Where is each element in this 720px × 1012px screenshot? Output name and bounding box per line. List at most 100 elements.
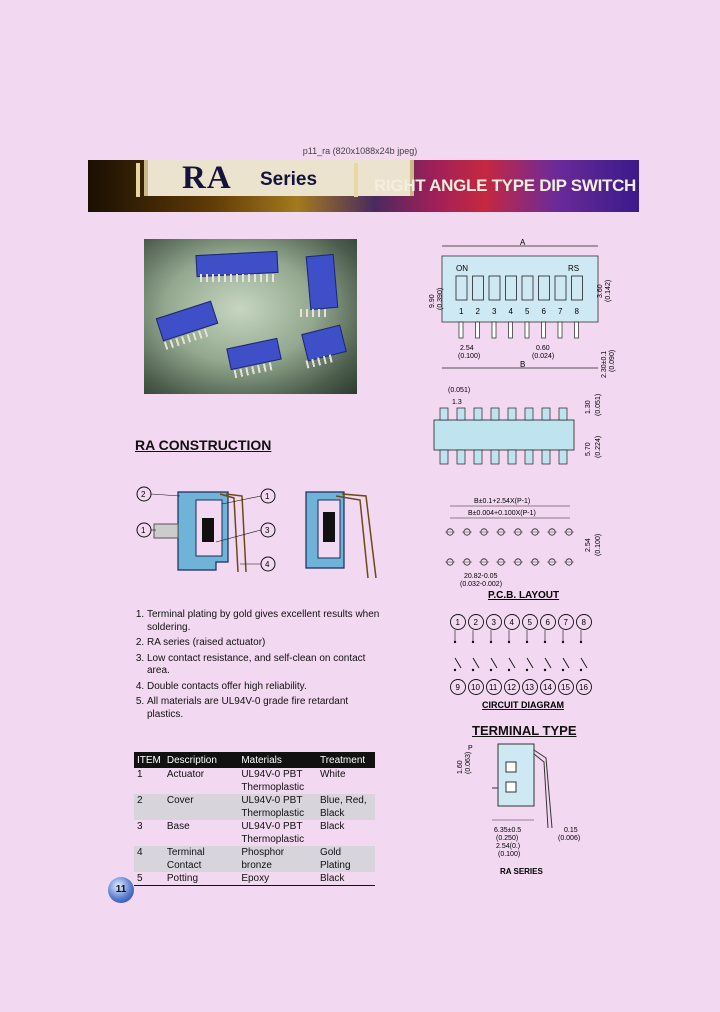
switch-lever	[562, 657, 570, 669]
circuit-node-top	[450, 614, 466, 630]
circuit-node-bottom	[450, 679, 466, 695]
side-top-leg	[507, 407, 517, 421]
contact-dot	[489, 668, 493, 672]
switch-slot	[488, 275, 501, 301]
switch-slot	[571, 275, 583, 301]
circuit-node-bottom	[522, 679, 538, 695]
construction-notes: Terminal plating by gold gives excellent…	[135, 609, 385, 724]
product-photo	[144, 239, 357, 394]
note-1: Terminal plating by gold gives excellent…	[147, 609, 385, 634]
cell-treatment: Black	[319, 821, 345, 832]
side1-mm: 1.30	[585, 400, 592, 414]
circuit-node-bottom	[576, 679, 592, 695]
switch-slot	[455, 275, 468, 301]
title-banner: RA Series RIGHT ANGLE TYPE DIP SWITCH	[88, 160, 639, 212]
side1-in: (0.051)	[595, 394, 602, 416]
hole-mm: 20.82-0.05	[464, 573, 498, 580]
side-top-leg	[456, 407, 466, 421]
pin-leg	[524, 321, 530, 339]
contact-dot	[543, 668, 547, 672]
switch-slot	[521, 275, 534, 301]
dim-b-label: B	[520, 360, 525, 369]
col-treatment: Treatment	[316, 752, 375, 768]
cell-item: 2	[134, 794, 164, 820]
cell-treatment: Gold Plating	[316, 846, 375, 872]
dim-a-label: A	[520, 238, 526, 247]
cell-item: 5	[134, 872, 164, 886]
circuit-node-top	[486, 614, 502, 630]
switch-lever	[508, 657, 516, 669]
pin-number: 5	[525, 307, 530, 316]
series-box: RA Series	[144, 160, 414, 196]
side-bottom-leg	[456, 449, 466, 465]
switch-lever	[544, 657, 552, 669]
contact-dot	[507, 668, 511, 672]
circuit-node-top-label: 1	[456, 618, 461, 627]
cell-materials: UL94V-0 PBT Thermoplastic	[241, 821, 305, 845]
pin-len-in: (0.090)	[609, 350, 616, 372]
table-row: 3 Base UL94V-0 PBT Thermoplastic Black	[134, 820, 375, 846]
circuit-node-top-label: 8	[582, 618, 587, 627]
cell-description: Actuator	[166, 769, 205, 780]
pitch-mm: 2.54	[460, 345, 474, 352]
note-2: RA series (raised actuator)	[147, 637, 385, 650]
switch-pins-2	[300, 309, 330, 317]
cell-description: Terminal Contact	[163, 846, 239, 872]
rs-label: RS	[568, 264, 579, 273]
cell-materials: Phosphor bronze	[238, 846, 317, 872]
term-w1-mm: 6.35±0.5	[494, 827, 521, 834]
circuit-node-top	[576, 614, 592, 630]
pin-number: 7	[558, 307, 563, 316]
side-bottom-leg	[473, 449, 483, 465]
contact-dot	[525, 668, 529, 672]
pin-leg	[491, 321, 497, 339]
term-t-in: (0.006)	[558, 835, 580, 842]
circuit-node-top-label: 7	[564, 618, 569, 627]
cell-treatment: Black	[316, 872, 375, 886]
side-bottom-leg	[558, 449, 568, 465]
circuit-node-top	[468, 614, 484, 630]
side-top-leg	[541, 407, 551, 421]
circuit-node-bottom	[558, 679, 574, 695]
banner-bar-left	[136, 163, 140, 197]
switch-lever	[580, 657, 588, 669]
pcb-pitch-in: (0.100)	[595, 534, 602, 556]
pin-leg	[475, 321, 480, 339]
circuit-node-bottom-label: 15	[561, 683, 570, 692]
pitch-in: (0.100)	[458, 353, 480, 360]
side-body	[433, 419, 575, 451]
switch-pins-1	[200, 274, 274, 282]
callout-1a: 1	[141, 526, 146, 535]
series-word: Series	[260, 169, 318, 190]
construction-title: RA CONSTRUCTION	[135, 437, 272, 453]
contact-dot	[471, 668, 475, 672]
top-in: (0.051)	[448, 387, 470, 394]
cell-item: 3	[137, 821, 143, 832]
pin-leg	[458, 321, 464, 339]
construction-drawing: 2 1 1 3 4	[136, 486, 377, 579]
page-badge	[108, 877, 134, 903]
circuit-node-bottom-label: 12	[507, 683, 516, 692]
term-w1-in: (0.250)	[496, 835, 518, 842]
side-bottom-leg	[507, 449, 517, 465]
page-number: 11	[115, 884, 127, 895]
act-mm: 3.60	[597, 284, 604, 298]
cell-description: Base	[166, 821, 190, 832]
circuit-node-bottom	[468, 679, 484, 695]
pcb-dim2: B±0.004+0.100X(P-1)	[468, 510, 536, 517]
pin-leg	[541, 321, 546, 339]
callout-4: 4	[265, 560, 270, 569]
cell-item: 1	[137, 769, 143, 780]
cell-treatment: White	[319, 769, 346, 780]
col-materials: Materials	[238, 752, 317, 768]
term-h-in: (0.063)	[465, 752, 472, 774]
cell-description: Potting	[163, 872, 239, 886]
switch-slot	[505, 275, 517, 301]
term-h-mm: 1.60	[457, 760, 464, 774]
col-description: Description	[163, 752, 239, 768]
note-5: All materials are UL94V-0 grade fire ret…	[147, 696, 385, 721]
